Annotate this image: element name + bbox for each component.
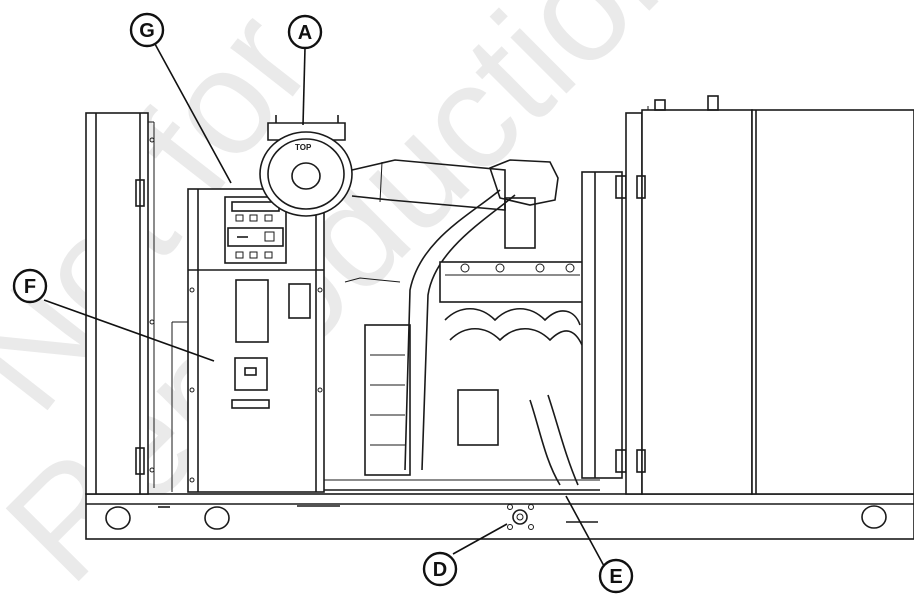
callout-d: D: [422, 551, 458, 587]
air-cleaner-top-label: TOP: [295, 143, 312, 152]
controller-box: [171, 188, 325, 493]
callout-e: E: [598, 558, 634, 594]
engine: [324, 159, 600, 491]
air-cleaner: TOP: [259, 115, 506, 217]
left-enclosure-panel: [85, 112, 155, 495]
callout-g-label: G: [139, 20, 155, 42]
callout-e-label: E: [609, 566, 622, 588]
callout-a: A: [287, 14, 323, 50]
right-enclosure: [625, 95, 914, 495]
right-door: [581, 171, 627, 479]
callout-leaders: [43, 43, 605, 567]
callout-f: F: [12, 268, 48, 304]
base-skid: [85, 493, 914, 540]
callout-g: G: [129, 12, 165, 48]
callout-d-label: D: [433, 559, 447, 581]
callout-f-label: F: [24, 276, 36, 298]
callout-a-label: A: [298, 22, 312, 44]
